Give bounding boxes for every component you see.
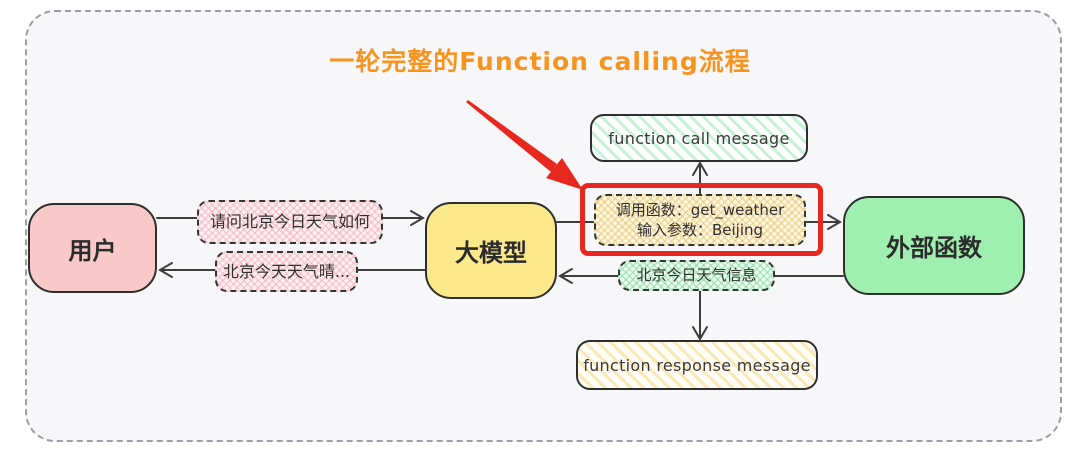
node-external-function: 外部函数 — [843, 196, 1025, 295]
node-user: 用户 — [28, 203, 157, 293]
diagram-title: 一轮完整的Function calling流程 — [329, 47, 751, 76]
edge-label-function-call: 调用函数：get_weather 输入参数：Beijing — [594, 194, 806, 246]
node-external-function-label: 外部函数 — [886, 234, 982, 262]
edge-label-call-params-text: 输入参数：Beijing — [636, 221, 764, 239]
function-response-message-label: function response message — [583, 355, 811, 375]
edge-label-weather-info-text: 北京今日天气信息 — [636, 266, 757, 285]
node-large-model-label: 大模型 — [455, 239, 527, 267]
red-highlight-box — [580, 183, 823, 256]
edge-label-call-function-text: 调用函数：get_weather — [615, 200, 785, 219]
node-function-response-message: function response message — [576, 340, 818, 390]
node-function-call-message: function call message — [590, 114, 808, 162]
function-call-message-label: function call message — [608, 128, 790, 148]
edge-label-user-request-text: 请问北京今日天气如何 — [209, 212, 370, 232]
edge-label-user-request: 请问北京今日天气如何 — [197, 200, 383, 244]
node-user-label: 用户 — [68, 236, 117, 265]
edge-label-model-reply-text: 北京今天天气晴... — [222, 261, 351, 281]
node-large-model: 大模型 — [425, 202, 557, 299]
edge-label-weather-info: 北京今日天气信息 — [618, 260, 775, 291]
edge-label-model-reply: 北京今天天气晴... — [215, 251, 358, 292]
